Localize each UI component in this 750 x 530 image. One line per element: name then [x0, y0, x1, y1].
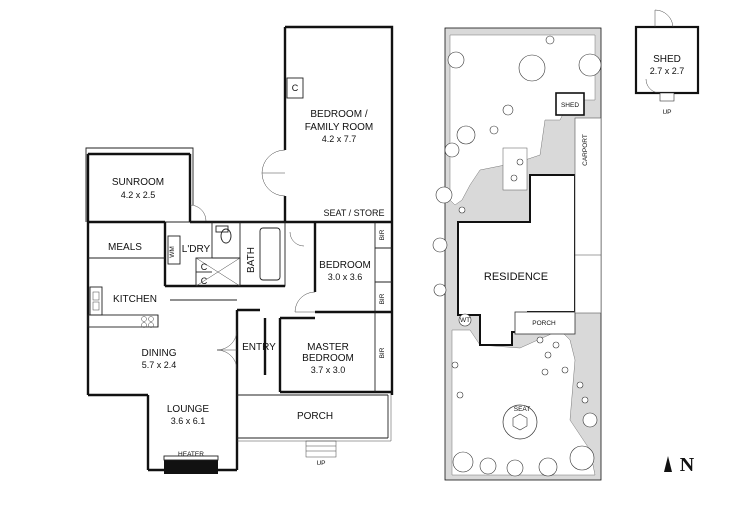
tree-icon — [502, 104, 514, 116]
north-arrow-icon — [664, 456, 672, 472]
carport-label: CARPORT — [582, 134, 589, 166]
site-shed — [555, 92, 585, 116]
bir-label-3: BIR — [379, 347, 386, 358]
garden-bed — [502, 147, 528, 191]
tree-icon — [452, 451, 474, 473]
tree-icon — [569, 445, 595, 471]
tree-icon — [518, 54, 546, 82]
tree-icon — [456, 125, 476, 145]
sunroom-deck — [85, 147, 194, 222]
bir-label-1: BIR — [379, 229, 386, 240]
kitchen-bench — [87, 314, 159, 328]
lounge-label: LOUNGE — [167, 404, 210, 415]
wm-box — [167, 235, 181, 265]
bedroom-size: 3.0 x 3.6 — [328, 272, 363, 282]
compass-label: N — [680, 454, 695, 476]
wm-label: WM — [169, 246, 176, 258]
seat-store-label: SEAT / STORE — [323, 208, 384, 218]
tree-icon — [538, 457, 558, 477]
sunroom-label: SUNROOM — [112, 177, 164, 188]
shed-step — [659, 92, 675, 102]
tree-icon — [435, 186, 453, 204]
dining-size: 5.7 x 2.4 — [142, 360, 177, 370]
porch-label: PORCH — [297, 411, 333, 422]
bir-label-2: BIR — [379, 293, 386, 304]
shed-plan — [634, 9, 700, 102]
bedroom-family-size: 4.2 x 7.7 — [322, 134, 357, 144]
floor-plan — [85, 25, 394, 474]
site-plan — [432, 27, 602, 481]
tree-icon — [433, 283, 447, 297]
site-porch — [514, 311, 576, 335]
bathtub — [259, 227, 281, 281]
heater-label: HEATER — [178, 451, 204, 458]
meals-label: MEALS — [108, 242, 142, 253]
master-size: 3.7 x 3.0 — [311, 365, 346, 375]
shed-up-label: UP — [662, 109, 671, 116]
kitchen-sink-bench — [89, 286, 103, 316]
cupboard-label-3: C — [201, 276, 208, 286]
door-swing — [261, 149, 286, 174]
site-porch-label: PORCH — [532, 320, 556, 327]
bedroom-family-label-2: FAMILY ROOM — [305, 122, 374, 133]
cupboard-label-2: C — [201, 262, 208, 272]
porch-steps — [305, 440, 337, 458]
cupboard-label-1: C — [292, 83, 299, 93]
lounge-size: 3.6 x 6.1 — [171, 416, 206, 426]
tree-icon — [489, 125, 499, 135]
dining-label: DINING — [142, 348, 177, 359]
sunroom-size: 4.2 x 2.5 — [121, 190, 156, 200]
site-seat — [502, 404, 538, 440]
kitchen-label: KITCHEN — [113, 294, 157, 305]
tree-icon — [479, 457, 497, 475]
basin — [215, 225, 229, 233]
tree-icon — [582, 412, 598, 428]
tree-icon — [444, 142, 460, 158]
bedroom-family-label-1: BEDROOM / — [310, 109, 367, 120]
bath-label: BATH — [246, 247, 257, 273]
water-tank-label: WT — [460, 317, 470, 324]
porch-up-label: UP — [316, 460, 325, 467]
stove-burner — [141, 316, 147, 322]
tree-icon — [447, 51, 465, 69]
residence-label: RESIDENCE — [484, 271, 548, 283]
site-shed-label: SHED — [561, 102, 579, 109]
laundry-label: L'DRY — [182, 244, 211, 255]
heater-unit — [164, 460, 218, 474]
shed-size: 2.7 x 2.7 — [650, 66, 685, 76]
toilet — [220, 228, 232, 244]
tree-icon — [578, 53, 602, 77]
site-seat-label: SEAT — [514, 406, 531, 413]
front-lawn — [451, 329, 596, 476]
tree-icon — [432, 237, 448, 253]
master-label-1: MASTER — [307, 342, 349, 353]
bedroom-label: BEDROOM — [319, 260, 371, 271]
water-tank — [458, 313, 472, 327]
shed-label: SHED — [653, 54, 681, 65]
cupboard-box — [286, 77, 304, 99]
master-label-2: BEDROOM — [302, 353, 354, 364]
bedroom-family-walls — [285, 25, 394, 222]
tree-icon — [545, 35, 555, 45]
shed-window-swing — [654, 9, 674, 28]
carport-area — [574, 117, 602, 314]
sunroom-frame — [87, 153, 191, 223]
tree-icon — [506, 459, 524, 477]
entry-label: ENTRY — [242, 342, 276, 353]
